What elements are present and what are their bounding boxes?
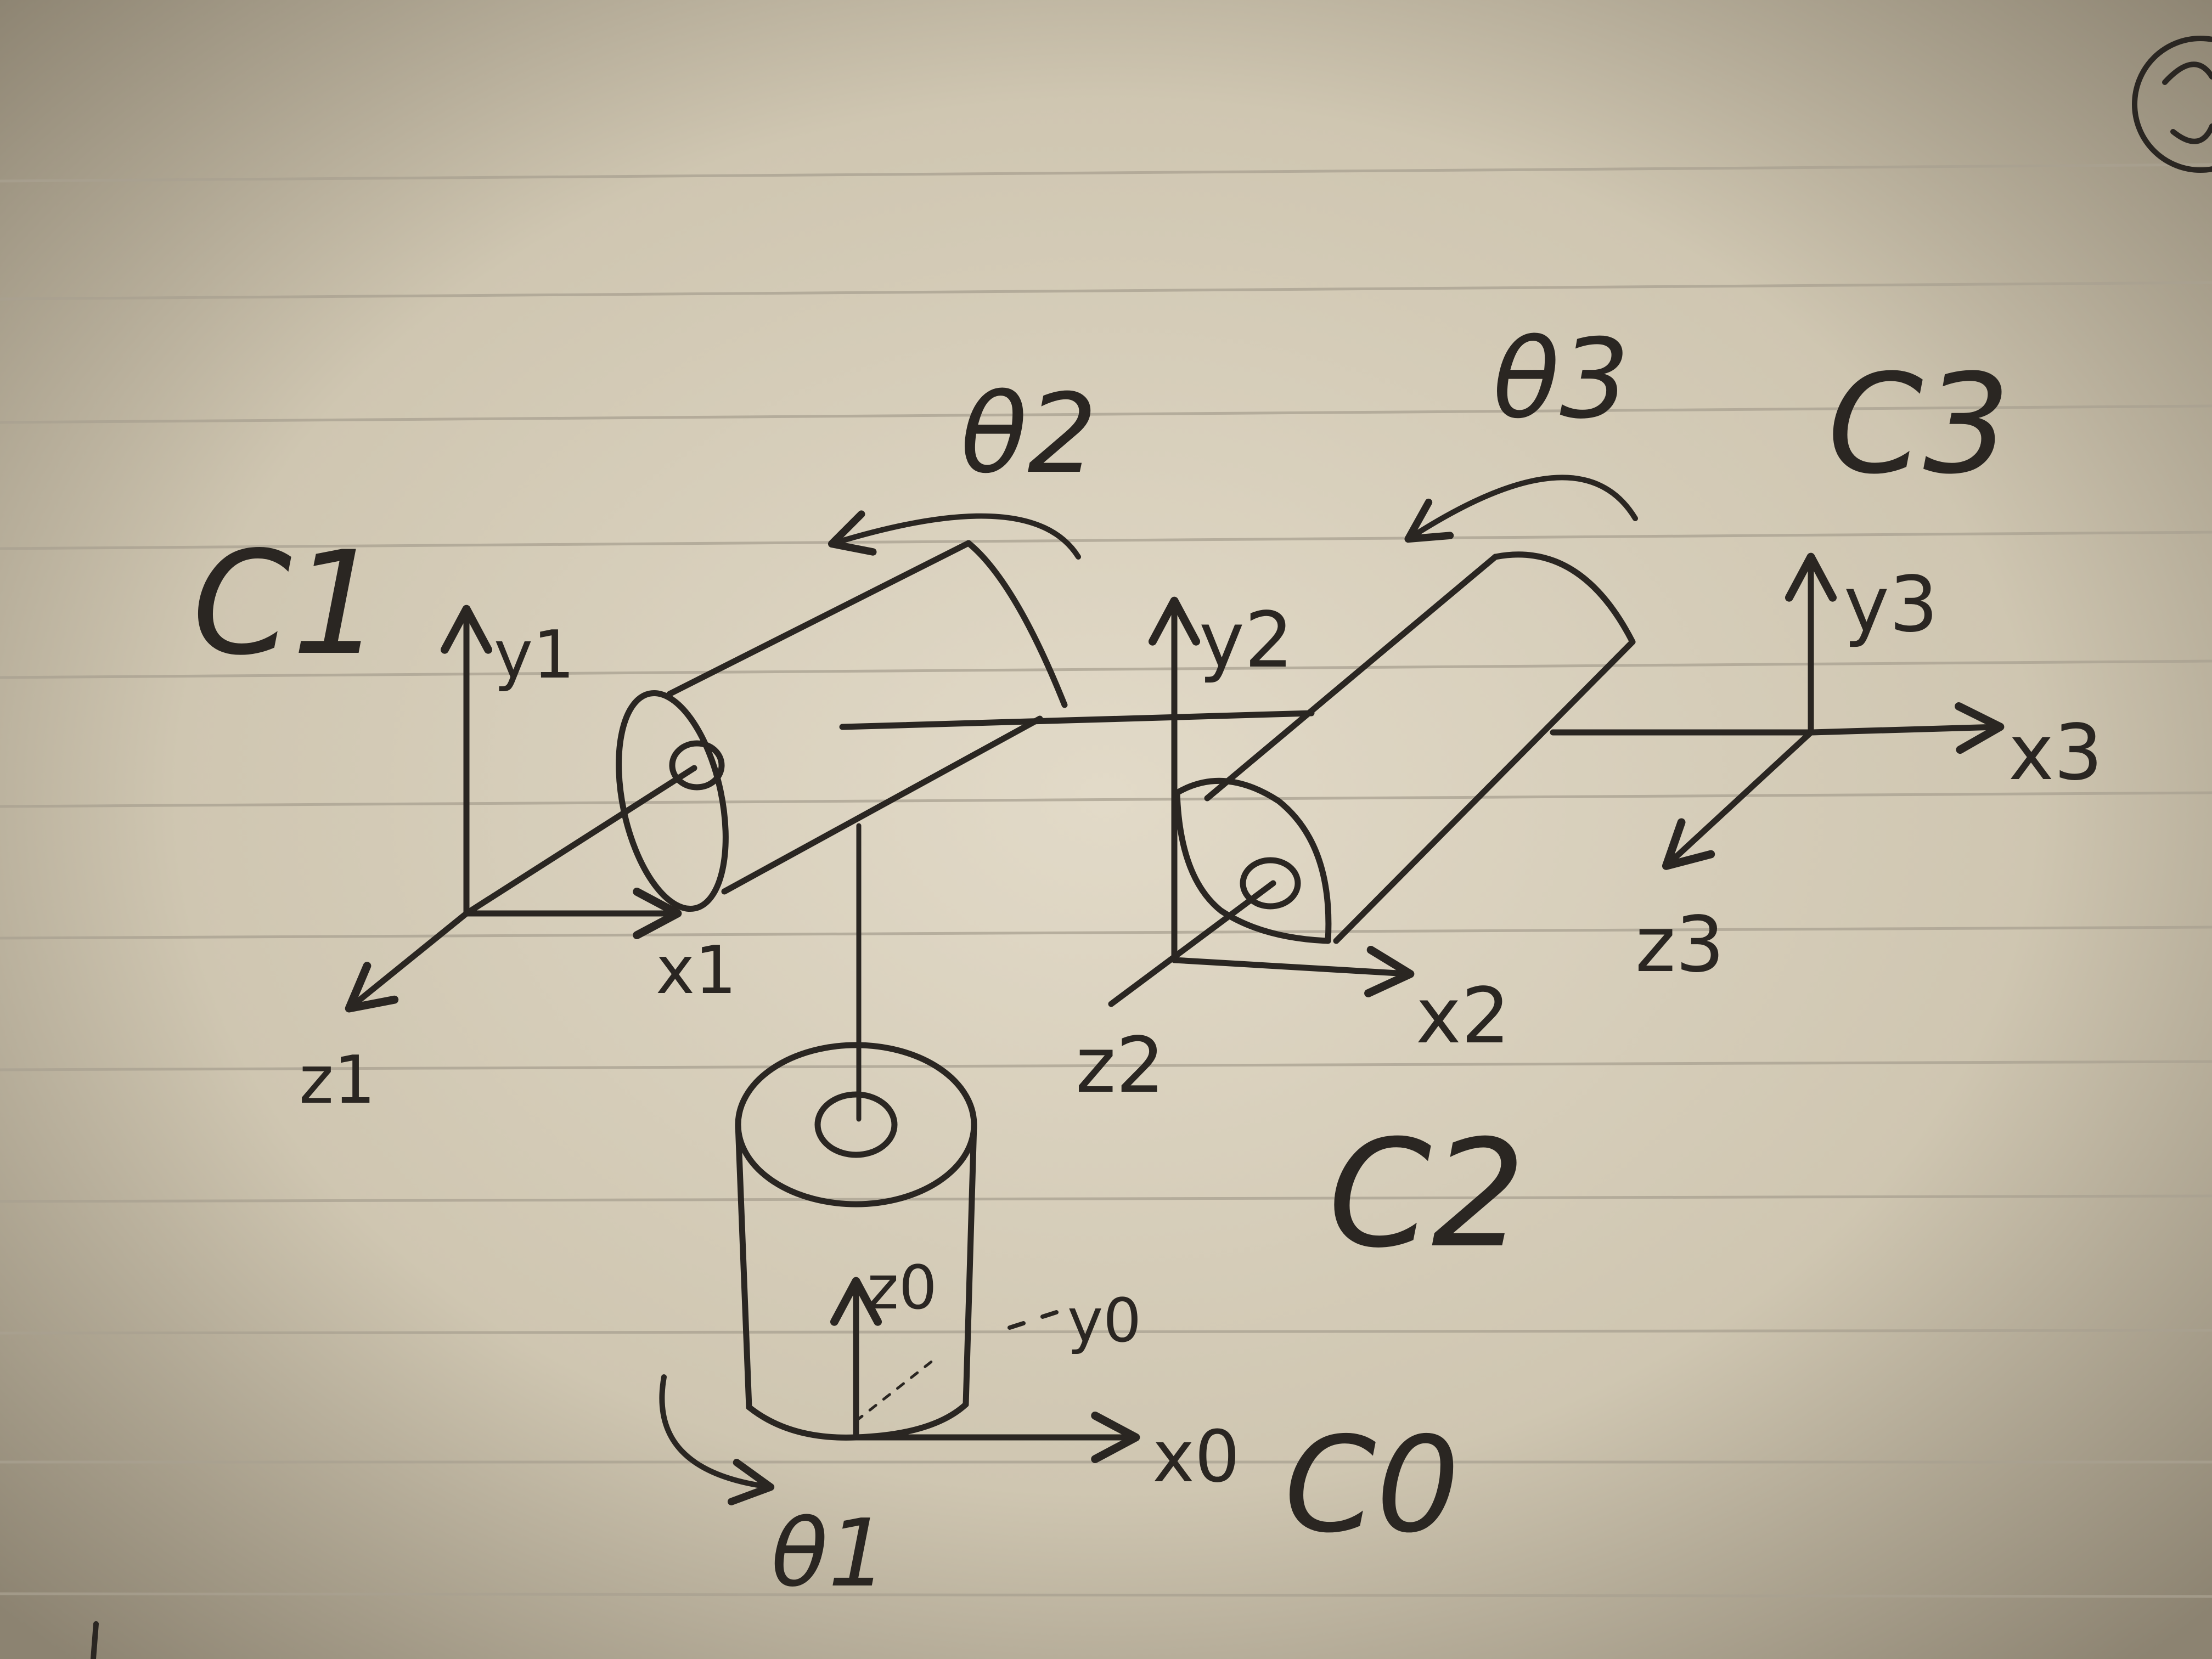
axis-label-x3: x3 xyxy=(2008,708,2103,798)
frame-label-c2: C2 xyxy=(1328,1108,1526,1280)
theta1-rotation-arrow xyxy=(659,1374,775,1505)
axis-label-y2: y2 xyxy=(1199,596,1293,685)
axis-label-z1: z1 xyxy=(299,1042,375,1119)
frame-label-c3: C3 xyxy=(1827,345,2011,504)
axis-label-y1: y1 xyxy=(494,617,575,693)
frame-c0-axes xyxy=(830,1277,1140,1464)
joint-label-theta2: θ2 xyxy=(960,370,1097,498)
axis-label-x2: x2 xyxy=(1416,972,1510,1061)
axis-label-x1: x1 xyxy=(656,933,736,1009)
frame-label-c0: C0 xyxy=(1284,1408,1460,1562)
frame-c2-axes xyxy=(1108,596,1415,1007)
joint-label-theta1: θ1 xyxy=(771,1499,887,1608)
axis-label-x0: x0 xyxy=(1152,1415,1240,1498)
axis-label-z0: z0 xyxy=(867,1252,937,1323)
corner-circle-mark xyxy=(2132,36,2212,173)
frame-label-c1: C1 xyxy=(192,521,382,687)
frame-c1-axes xyxy=(345,605,697,1013)
link2-cylinder xyxy=(1174,551,1814,944)
theta3-rotation-arrow xyxy=(1404,475,1638,543)
axis-label-y3: y3 xyxy=(1844,560,1938,650)
axis-label-z3: z3 xyxy=(1635,900,1725,990)
joint-label-theta3: θ3 xyxy=(1493,315,1630,443)
frame-c3-axes xyxy=(1662,552,2005,870)
theta2-rotation-arrow xyxy=(828,510,1081,560)
axis-label-y0: y0 xyxy=(1067,1285,1141,1356)
axis-label-z2: z2 xyxy=(1076,1021,1165,1110)
ruled-lines xyxy=(0,163,2212,1598)
bottom-pen-mark xyxy=(91,1621,99,1659)
